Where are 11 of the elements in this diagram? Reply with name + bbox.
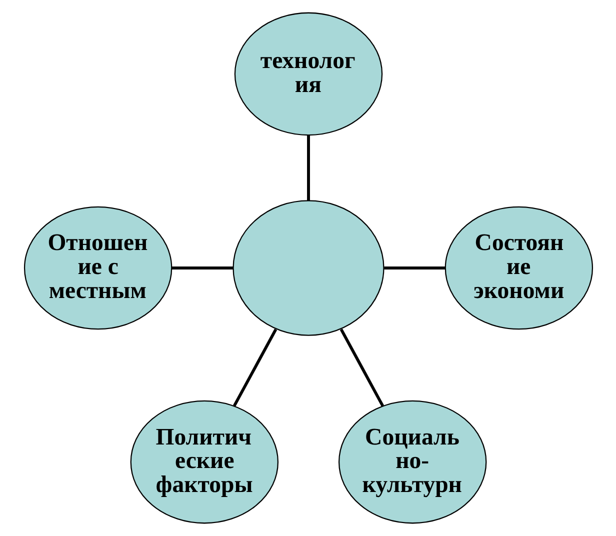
node-ellipse: технолог ия [234, 12, 382, 136]
node-ellipse: Социаль но- культурн [338, 400, 486, 524]
node-ellipse: Отношен ие с местным [23, 206, 172, 330]
connector [339, 328, 384, 407]
node-ellipse: Состоян ие экономи [444, 206, 593, 330]
node-ellipse: Политич еские факторы [130, 400, 278, 524]
connector [232, 328, 277, 407]
node-circle [232, 200, 384, 336]
connector [306, 135, 310, 201]
connector [384, 266, 445, 270]
connector [171, 266, 233, 270]
